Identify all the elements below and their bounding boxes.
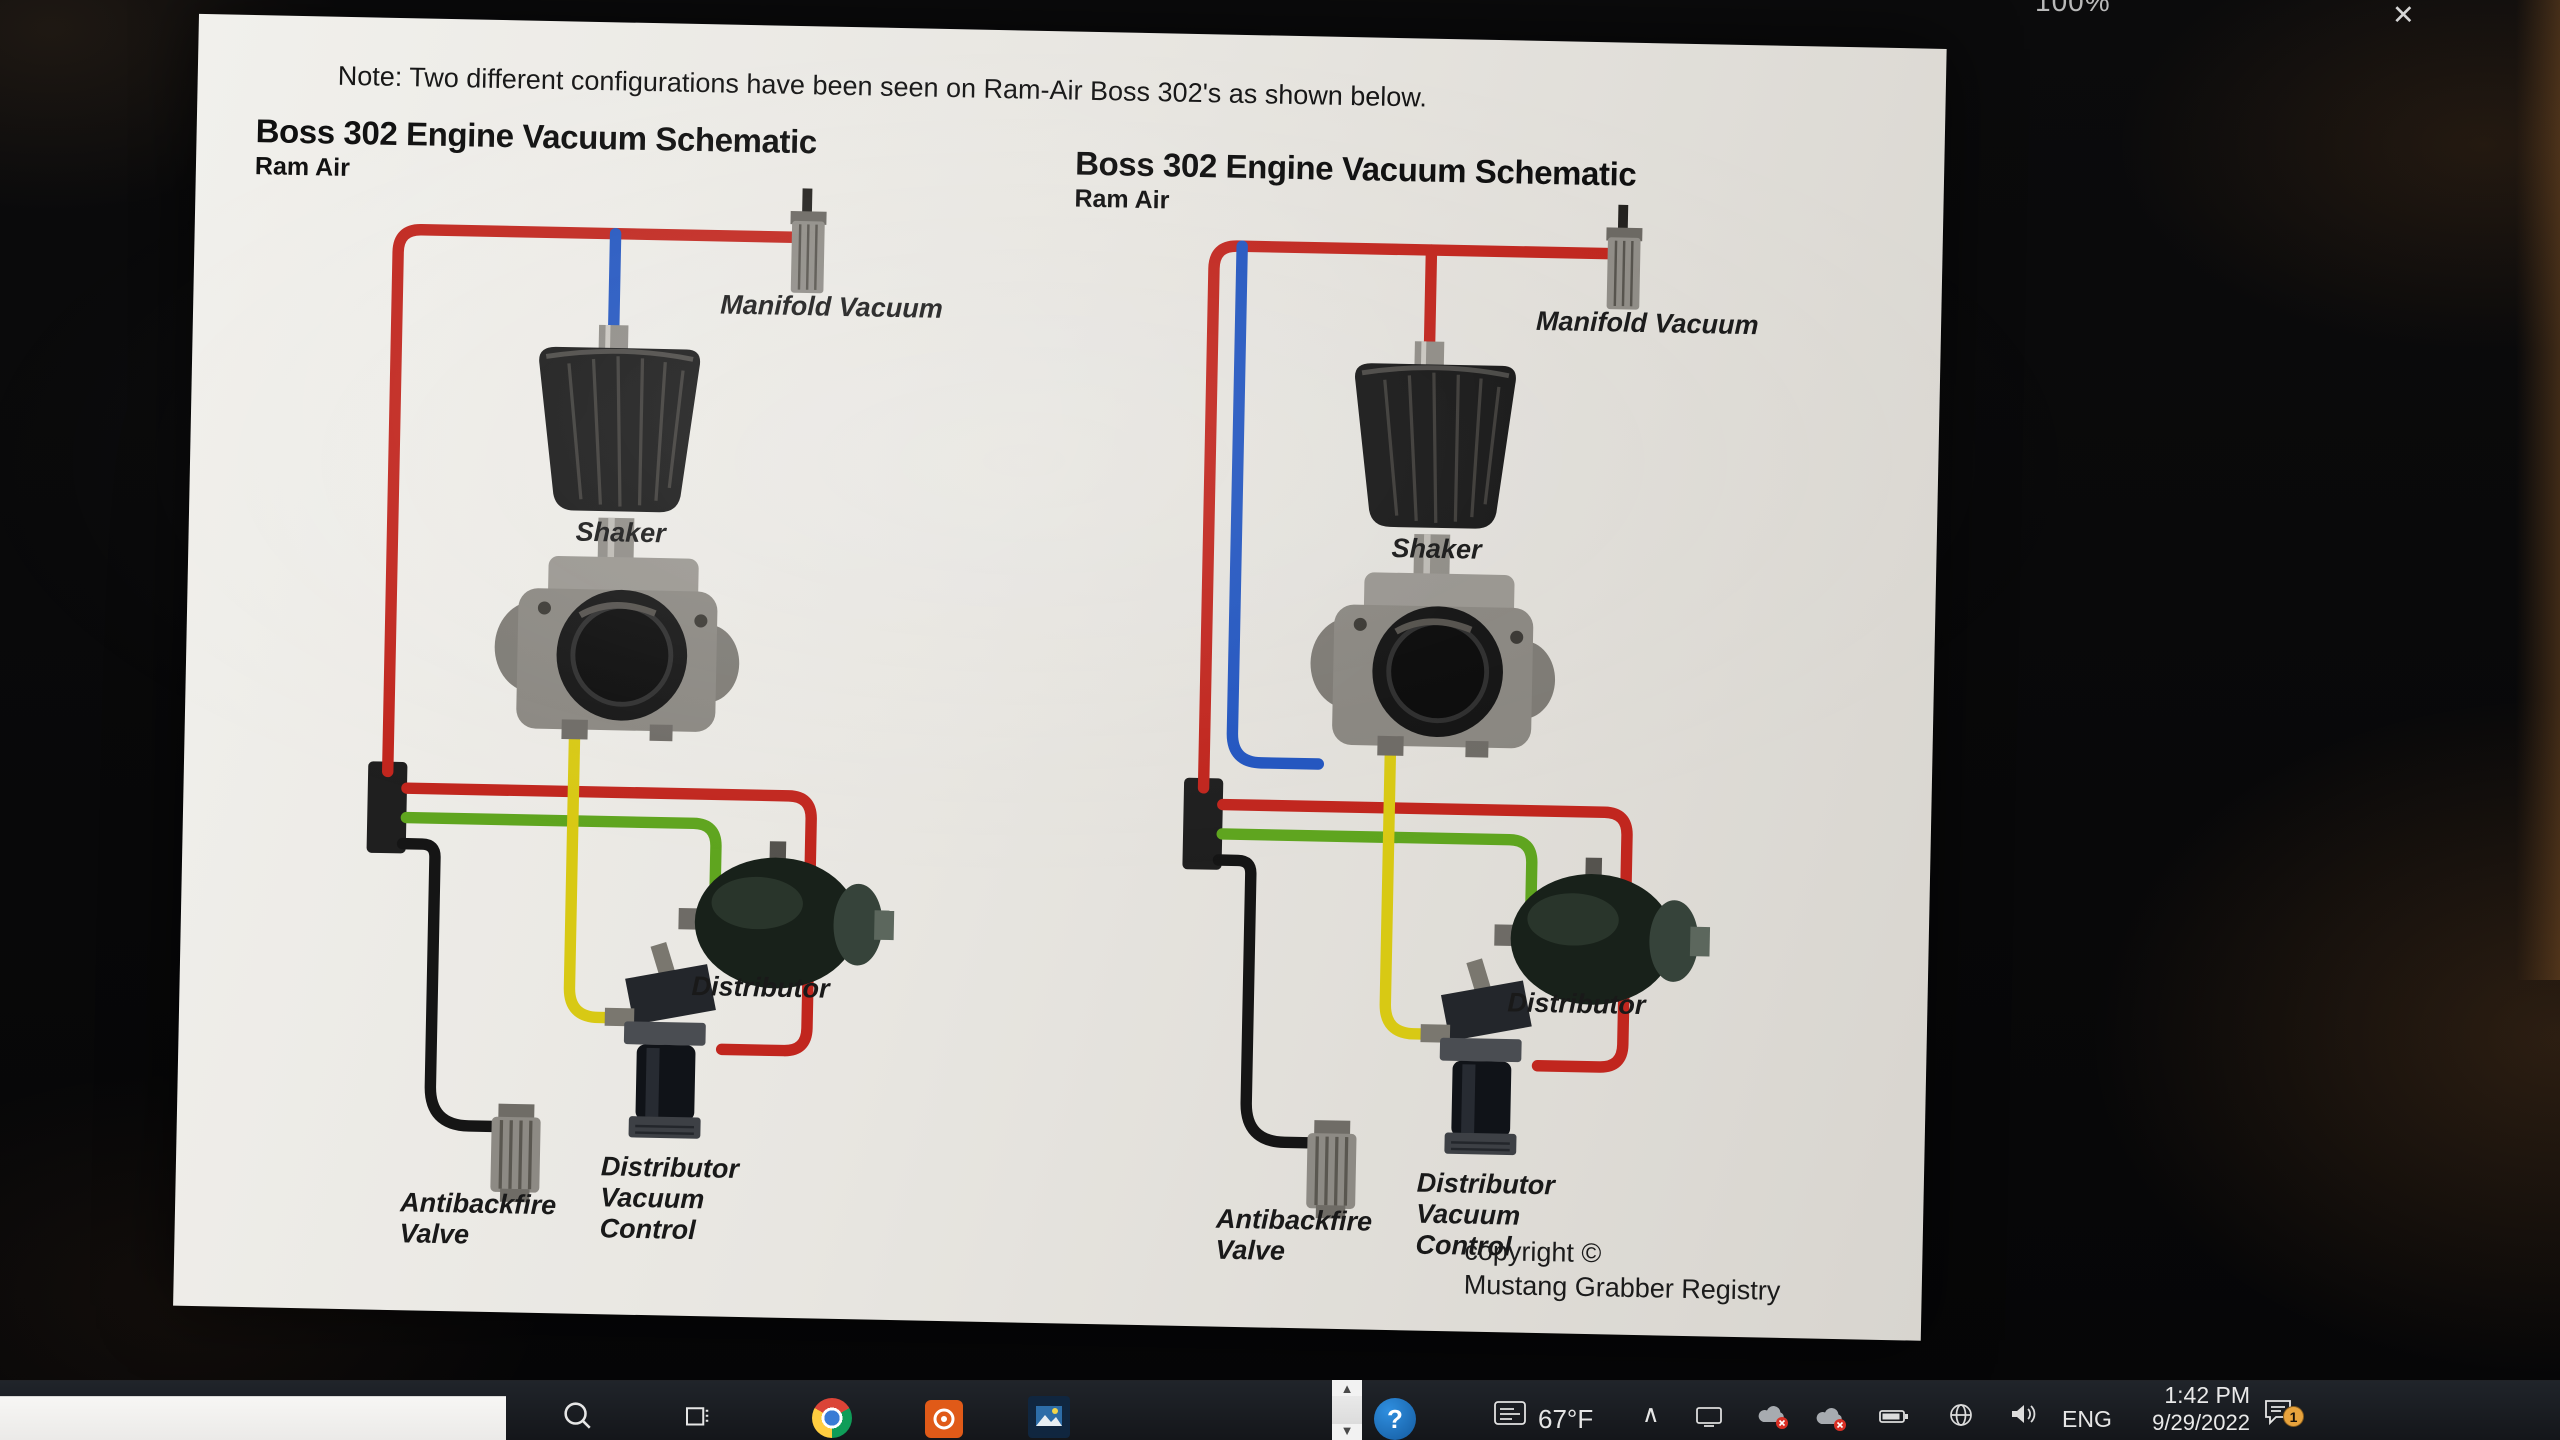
photos-app-button[interactable] [1028, 1396, 1070, 1438]
manifold-vacuum-fitting [790, 188, 827, 294]
cloud-sync-error-icon [1816, 1408, 1846, 1431]
clock-time: 1:42 PM [2164, 1382, 2250, 1408]
network-globe-icon [1950, 1404, 1972, 1426]
language-indicator[interactable]: ENG [2062, 1406, 2112, 1432]
manifold-vacuum-label: Manifold Vacuum [719, 289, 944, 324]
copyright-block: copyright © Mustang Grabber Registry [1463, 1234, 1781, 1308]
tray-device-button[interactable] [1694, 1404, 1724, 1430]
hose-to-vacuum-control [563, 723, 637, 1024]
antibackfire-valve-label: Antibackfire Valve [399, 1187, 557, 1250]
search-button[interactable] [560, 1398, 594, 1432]
hose-to-distributor [1216, 828, 1538, 931]
chrome-taskbar-button[interactable] [812, 1398, 852, 1438]
task-view-icon [686, 1407, 709, 1426]
schematic-document: Note: Two different configurations have … [173, 13, 1947, 1341]
weather-widget-icon [1494, 1401, 1526, 1425]
background-window-corner[interactable] [0, 1396, 506, 1440]
clock-date: 9/29/2022 [2152, 1410, 2250, 1435]
vacuum-control-label: Distributor Vacuum Control [599, 1151, 740, 1246]
hose-to-distributor [400, 811, 722, 915]
taskbar-clock[interactable]: 1:42 PM 9/29/2022 [2130, 1382, 2250, 1436]
distributor-label: Distributor [691, 971, 830, 1004]
tray-chevron-up-icon[interactable]: ∧ [1642, 1401, 1660, 1428]
note-text: Note: Two different configurations have … [337, 60, 1428, 113]
tray-cloud-sync-button-2[interactable] [1814, 1404, 1848, 1432]
copyright-line2: Mustang Grabber Registry [1463, 1269, 1781, 1306]
hose-blue-alternate [1226, 240, 1325, 770]
hose-to-antibackfire-valve [396, 837, 517, 1133]
cloud-sync-error-icon [1758, 1406, 1788, 1429]
notification-count-badge: 1 [2283, 1406, 2304, 1427]
distributor-label: Distributor [1507, 987, 1646, 1021]
tray-volume-button[interactable] [2008, 1400, 2040, 1428]
task-view-button[interactable] [682, 1402, 712, 1432]
schematic-left: Boss 302 Engine Vacuum Schematic Ram Air [230, 112, 1069, 1304]
tray-battery-button[interactable] [1878, 1406, 1910, 1426]
vacuum-schematic-drawing [1182, 204, 1711, 1219]
scroll-down-arrow-icon[interactable]: ▼ [1340, 1423, 1354, 1438]
speaker-icon [2012, 1405, 2036, 1423]
antibackfire-valve-label: Antibackfire Valve [1215, 1203, 1373, 1266]
carburetor-component [494, 517, 740, 742]
shaker-label: Shaker [575, 516, 667, 549]
orange-app-button[interactable] [925, 1400, 963, 1438]
scrollbar-track[interactable] [1332, 1396, 1362, 1424]
antibackfire-valve-component [490, 1103, 541, 1203]
manifold-vacuum-label: Manifold Vacuum [1535, 305, 1759, 341]
get-help-button[interactable]: ? [1374, 1398, 1416, 1440]
battery-icon [1879, 1410, 1908, 1423]
scroll-up-arrow-icon[interactable]: ▲ [1340, 1381, 1354, 1396]
hose-to-vacuum-control [1379, 740, 1453, 1041]
shaker-component [539, 324, 701, 513]
edge-reflection [2516, 0, 2560, 980]
vacuum-schematic-drawing [366, 188, 895, 1203]
help-icon: ? [1374, 1398, 1416, 1440]
viewer-zoom-level: 100% [2035, 0, 2111, 17]
antibackfire-valve-component [1306, 1120, 1357, 1219]
shaker-label: Shaker [1391, 532, 1482, 565]
tray-network-button[interactable] [1946, 1400, 1976, 1430]
schematic-right: Boss 302 Engine Vacuum Schematic Ram Air [1046, 128, 1885, 1320]
hose-to-antibackfire-valve [1212, 854, 1333, 1149]
display-icon [1696, 1407, 1722, 1427]
window-scrollbar[interactable]: ▲ ▼ [1332, 1380, 1362, 1440]
manifold-vacuum-fitting [1606, 204, 1643, 310]
search-icon [564, 1402, 591, 1429]
chrome-icon [812, 1398, 852, 1438]
photos-icon [1028, 1396, 1070, 1438]
action-center-button[interactable]: 1 [2262, 1396, 2304, 1427]
weather-temperature[interactable]: 67°F [1538, 1404, 1594, 1434]
tray-cloud-sync-button[interactable] [1756, 1402, 1790, 1430]
orange-app-icon [925, 1400, 963, 1438]
close-icon[interactable]: ✕ [2392, 0, 2415, 30]
shaker-component [1354, 341, 1516, 529]
carburetor-component [1310, 533, 1556, 758]
news-weather-button[interactable] [1492, 1398, 1528, 1428]
